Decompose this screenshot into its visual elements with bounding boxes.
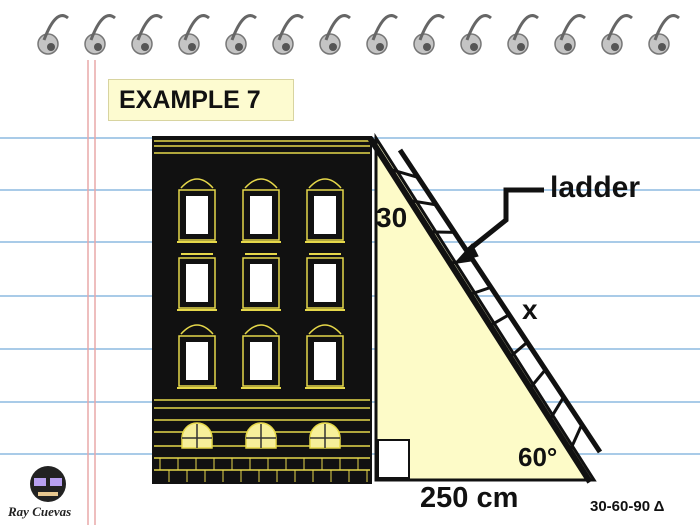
right-triangle [374, 132, 597, 482]
ladder-rung [469, 285, 492, 296]
lit-window [309, 422, 341, 449]
ladder-rung [429, 230, 455, 234]
ladder-rung [548, 396, 565, 421]
example-title: EXAMPLE 7 [119, 86, 261, 114]
ladder-rung [489, 313, 510, 327]
spiral-ring-icon [225, 14, 257, 55]
hypotenuse-x-label: x [522, 294, 538, 325]
building-window [241, 257, 281, 311]
building-window [305, 335, 345, 389]
spiral-ring-icon [413, 14, 445, 55]
margin-lines [87, 60, 96, 525]
building-window [305, 189, 345, 243]
spiral-binding [37, 14, 680, 55]
author-avatar-icon [30, 466, 66, 502]
building [152, 136, 372, 484]
angle-30-label: 30 [376, 202, 408, 233]
spiral-ring-icon [319, 14, 351, 55]
spiral-ring-icon [178, 14, 210, 55]
ladder-rung [449, 258, 473, 265]
ladder-rung [389, 167, 419, 179]
spiral-ring-icon [554, 14, 586, 55]
ladder-label: ladder [550, 171, 641, 204]
building-window [177, 335, 217, 389]
ladder [367, 136, 603, 484]
building-window [177, 257, 217, 311]
spiral-ring-icon [507, 14, 539, 55]
ladder-rung [509, 341, 529, 359]
ladder-rung [528, 368, 547, 390]
spiral-ring-icon [37, 14, 69, 55]
lit-window [181, 422, 213, 449]
base-length-label: 250 cm [420, 482, 519, 514]
building-window [305, 257, 345, 311]
triangle-type-label: 30-60-90 Δ [590, 498, 665, 515]
example-title-box: EXAMPLE 7 [108, 79, 294, 121]
spiral-ring-icon [131, 14, 163, 55]
ladder-rung [409, 199, 437, 207]
building-window [241, 335, 281, 389]
angle-60-label: 60° [518, 442, 558, 472]
author-name: Ray Cuevas [8, 504, 72, 519]
spiral-ring-icon [272, 14, 304, 55]
spiral-ring-icon [601, 14, 633, 55]
building-window [177, 189, 217, 243]
ladder-rung [568, 423, 584, 452]
spiral-ring-icon [460, 14, 492, 55]
lit-window [245, 422, 277, 449]
arrow-icon [454, 187, 544, 263]
building-window [241, 189, 281, 243]
spiral-ring-icon [366, 14, 398, 55]
spiral-ring-icon [648, 14, 680, 55]
spiral-ring-icon [84, 14, 116, 55]
right-angle-marker-icon [377, 439, 410, 479]
